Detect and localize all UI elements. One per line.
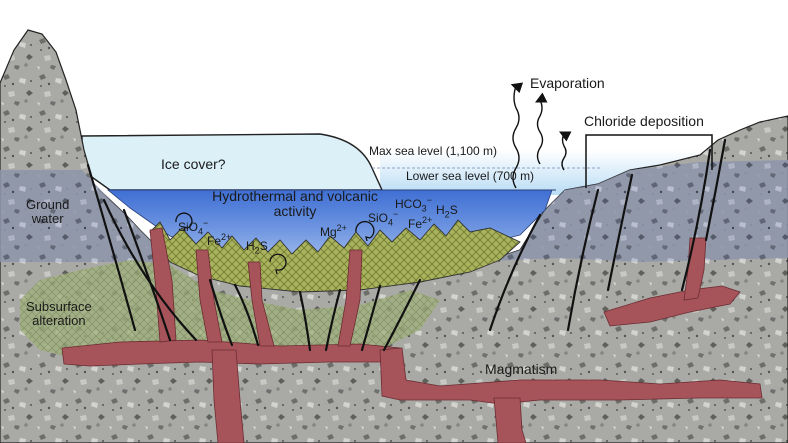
magma-lower-sill	[379, 347, 763, 405]
subsurface-label-line1: Subsurface	[26, 299, 92, 314]
species-text: HCO	[395, 197, 422, 211]
evaporation-arrow-3	[558, 131, 572, 171]
evaporation-arrow-2	[534, 92, 548, 165]
swirl-icon-right	[355, 221, 375, 239]
max-sea-level-label: Max sea level (1,100 m)	[369, 144, 498, 158]
hydrothermal-label: Hydrothermal and volcanic activity	[190, 188, 400, 220]
species-sub: 2	[254, 245, 260, 256]
species-fe-right: Fe2+	[408, 215, 433, 231]
magma-right-sill	[603, 285, 741, 327]
evaporation-label: Evaporation	[530, 75, 605, 91]
species-sup: 2+	[221, 232, 232, 242]
species-hco3: HCO3−	[395, 195, 432, 214]
species-sup: −	[426, 195, 432, 205]
species-sio4-right: SiO4−	[368, 209, 399, 228]
species-text: Fe	[408, 217, 423, 231]
swirl-icon-middle	[269, 253, 287, 271]
magma-channels	[61, 227, 763, 443]
hydrothermal-label-line1: Hydrothermal and volcanic	[212, 188, 378, 204]
species-text: H	[246, 239, 255, 253]
species-sup: −	[393, 209, 399, 219]
ground-water-label-line2: water	[31, 211, 64, 227]
species-text: SiO	[178, 220, 199, 234]
species-text: SiO	[368, 211, 389, 225]
lower-sea-level-label: Lower sea level (700 m)	[406, 169, 535, 183]
species-text: H	[436, 203, 445, 217]
magma-lower-dike	[493, 397, 527, 443]
evaporation-arrows	[510, 82, 572, 189]
species-mg: Mg2+	[320, 223, 347, 239]
fault-lines	[86, 138, 727, 352]
species-tail: S	[259, 239, 268, 253]
ice-cover-label: Ice cover?	[161, 156, 226, 172]
species-h2s-left: H2S	[246, 239, 268, 256]
subsurface-label-line2: alteration	[32, 313, 86, 329]
species-sub: 4	[198, 226, 204, 237]
magma-feeder-2	[195, 249, 223, 343]
species-sup: 2+	[336, 223, 347, 233]
hydrothermal-label-line2: activity	[273, 203, 317, 220]
crater-floor-sediment	[149, 219, 521, 293]
species-tail: S	[449, 203, 458, 217]
species-sio4-left: SiO4−	[178, 218, 209, 237]
swirl-icon-left	[175, 212, 193, 229]
subsurface-alteration-zone	[20, 260, 440, 362]
magma-feeder-3	[247, 261, 275, 347]
species-sub: 4	[388, 217, 394, 228]
chloride-deposition-label: Chloride deposition	[584, 113, 704, 129]
circulation-swirls	[175, 212, 375, 275]
species-sub: 3	[421, 203, 427, 214]
chloride-deposition-bracket	[585, 134, 713, 188]
ice-cover-shape	[81, 133, 384, 191]
evaporation-arrow-1	[510, 82, 524, 189]
ground-water-label: Ground water	[26, 197, 70, 227]
magma-feeder-4	[337, 249, 363, 347]
ground-water-zone	[0, 160, 788, 285]
species-h2s-right: H2S	[436, 203, 458, 220]
ground-water-label-line1: Ground	[26, 197, 70, 212]
species-text: Fe	[207, 234, 222, 248]
magmatism-label: Magmatism	[485, 361, 558, 377]
species-fe-left: Fe2+	[207, 232, 232, 248]
species-sup: −	[203, 218, 209, 228]
species-sup: 2+	[422, 215, 433, 225]
subsurface-alteration-label: Subsurface alteration	[26, 299, 92, 329]
magma-left-dike	[211, 349, 245, 443]
species-sub: 2	[444, 209, 450, 220]
species-text: Mg	[320, 225, 337, 239]
